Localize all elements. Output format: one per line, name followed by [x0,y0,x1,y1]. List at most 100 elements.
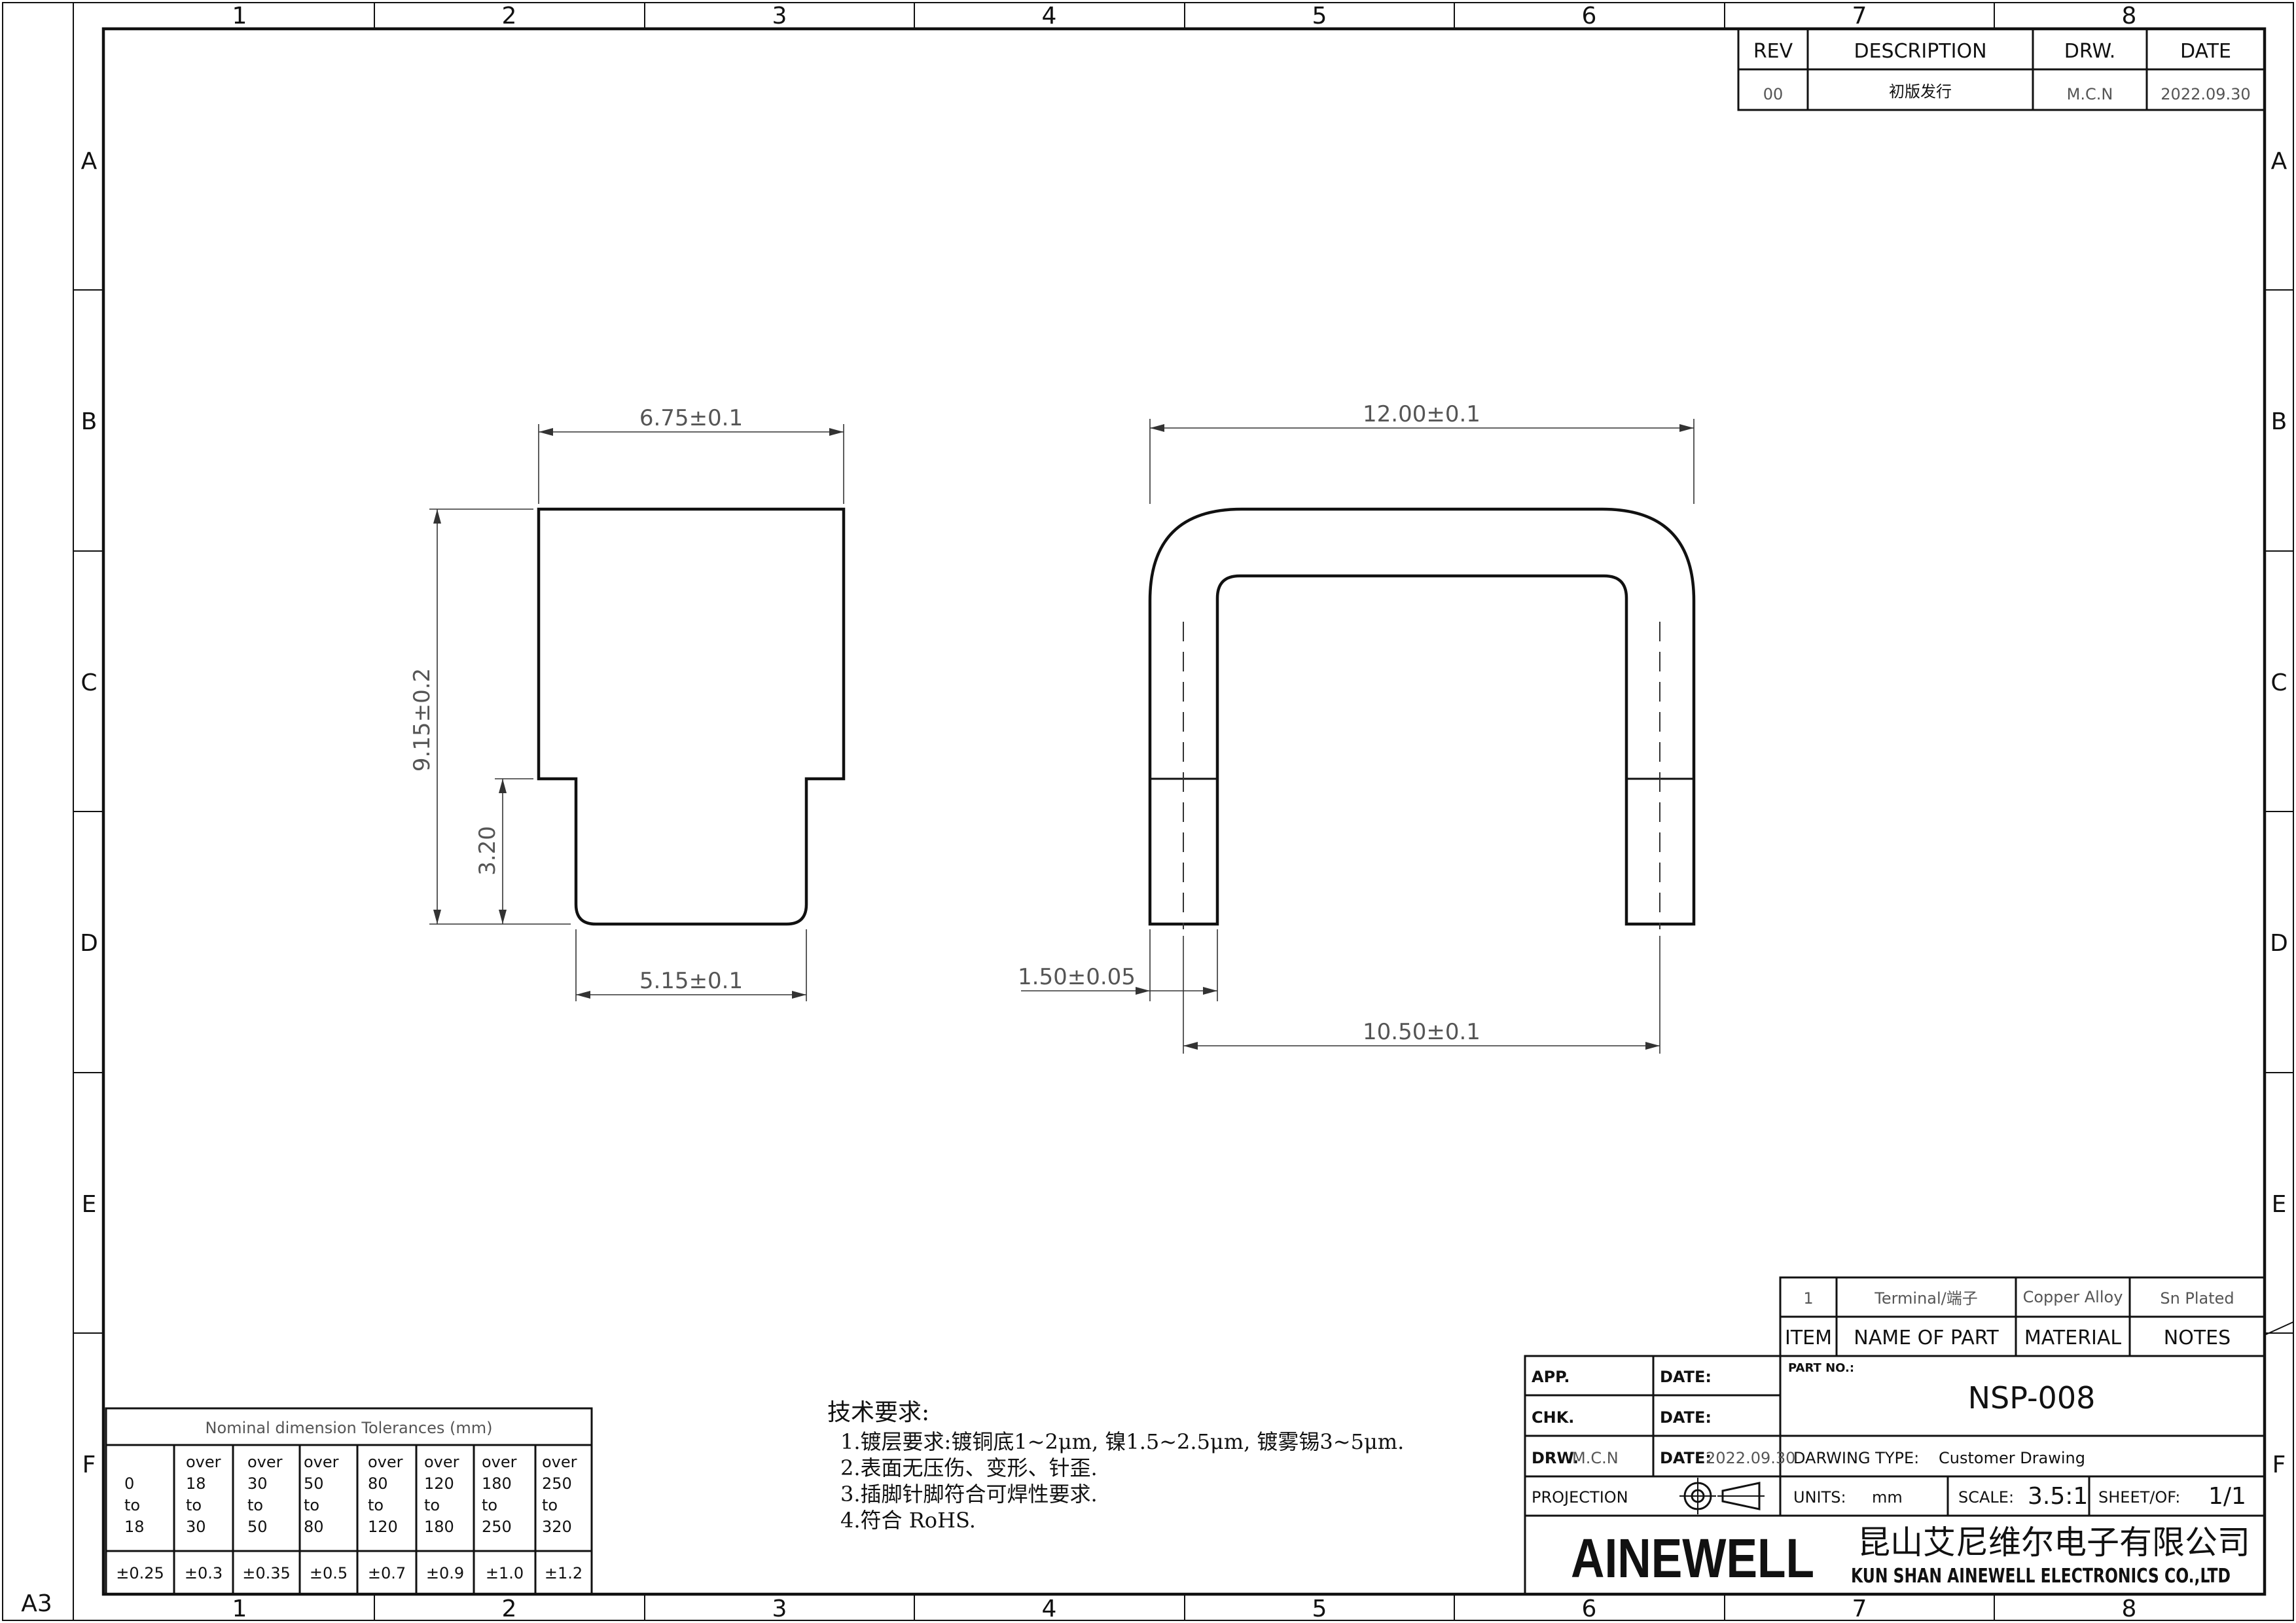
company-logo: AINEWELL [1571,1527,1814,1589]
bom-material-value: Copper Alloy [2023,1288,2123,1306]
company-name-en: KUN SHAN AINEWELL ELECTRONICS CO.,LTD [1851,1565,2231,1588]
rev-header: REV [1753,40,1793,63]
zone-col-label: 1 [232,3,247,29]
sheet-label: SHEET/OF: [2098,1488,2180,1507]
dim-side-height: 9.15±0.2 [409,668,435,772]
range-cell: 180 [482,1474,512,1493]
zone-col-label: 8 [2122,1596,2137,1622]
title-block: APP. DATE: CHK. DATE: DRW. M.C.N DATE: 2… [1524,1355,2266,1596]
app-date-label: DATE: [1660,1368,1712,1386]
front-view-outline [1148,507,1696,926]
range-cell: to [542,1496,558,1514]
side-view-outline [537,507,846,926]
note-item: 4.符合 RoHS. [840,1508,976,1533]
description-value: 初版发行 [1889,82,1952,101]
note-item: 2.表面无压伤、变形、针歪. [840,1455,1098,1480]
zone-col-label: 4 [1042,3,1057,29]
tolerance-value: ±1.2 [545,1564,583,1582]
bom-name-header: NAME OF PART [1854,1327,1999,1349]
range-cell: over [186,1453,221,1471]
drw-date-label: DATE: [1660,1449,1712,1467]
zone-row-label: E [2272,1191,2287,1218]
zone-col-label: 3 [772,1596,787,1622]
range-cell: to [186,1496,202,1514]
zone-row-label: D [80,930,98,957]
range-cell: to [304,1496,319,1514]
zone-row-label: B [2271,408,2287,435]
tolerance-value: ±0.5 [310,1564,348,1582]
zone-col-label: 2 [502,1596,517,1622]
dim-side-tab-width: 5.15±0.1 [639,968,743,994]
range-cell: to [124,1496,140,1514]
part-number: NSP-008 [1968,1380,2096,1416]
range-cell: 120 [424,1474,454,1493]
tolerance-value: ±0.7 [368,1564,406,1582]
range-cell: to [247,1496,263,1514]
zone-row-label: A [81,148,98,175]
tolerance-title: Nominal dimension Tolerances (mm) [206,1419,493,1437]
zone-row-label: D [2270,930,2288,957]
range-cell: 250 [542,1474,572,1493]
bom-name-value: Terminal/端子 [1874,1289,1978,1308]
range-cell: 80 [368,1474,388,1493]
range-cell: to [424,1496,440,1514]
zone-col-label: 5 [1312,1596,1327,1622]
tolerance-table: Nominal dimension Tolerances (mm) 0 to 1… [105,1407,593,1596]
rev-value: 00 [1763,85,1784,103]
side-view: 6.75±0.1 9.15±0.2 3.20 5.15±0.1 [409,405,846,1001]
range-cell: over [482,1453,517,1471]
zone-row-label: E [82,1191,97,1218]
drw-header: DRW. [2064,40,2116,63]
dim-side-tab-height: 3.20 [475,826,501,876]
third-angle-projection-icon [1679,1478,1765,1514]
range-cell: 18 [186,1474,206,1493]
tolerance-value: ±0.35 [242,1564,291,1582]
zone-ticks [73,3,2293,1620]
range-cell: over [247,1453,283,1471]
technical-notes: 技术要求: 1.镀层要求:镀铜底1~2μm, 镍1.5~2.5μm, 镀雾锡3~… [827,1399,1404,1533]
range-cell: to [368,1496,384,1514]
scale-label: SCALE: [1958,1488,2014,1507]
notes-title: 技术要求: [827,1399,929,1426]
range-cell: 50 [247,1518,268,1536]
range-cell: over [304,1453,339,1471]
description-header: DESCRIPTION [1854,40,1986,63]
zone-row-label: F [82,1452,96,1478]
bom-material-header: MATERIAL [2024,1327,2122,1349]
zone-col-label: 1 [232,1596,247,1622]
app-label: APP. [1532,1368,1570,1386]
sheet-size-label: A3 [21,1590,52,1617]
zone-col-label: 7 [1852,3,1867,29]
bom-notes-header: NOTES [2164,1327,2231,1349]
zone-row-label: F [2272,1452,2286,1478]
drw-name-value: M.C.N [1572,1449,1619,1467]
range-cell: to [482,1496,497,1514]
range-cell: over [424,1453,459,1471]
zone-col-label: 6 [1582,3,1597,29]
sheet-value: 1/1 [2208,1483,2246,1510]
zone-col-label: 8 [2122,3,2137,29]
range-cell: 120 [368,1518,398,1536]
drw-value: M.C.N [2067,85,2113,103]
zone-col-label: 2 [502,3,517,29]
range-cell: 320 [542,1518,572,1536]
range-cell: 0 [124,1474,134,1493]
drw-label: DRW. [1532,1449,1579,1467]
tolerance-value: ±1.0 [486,1564,524,1582]
tolerance-value: ±0.9 [426,1564,464,1582]
dim-front-thickness: 1.50±0.05 [1018,964,1136,990]
zone-row-label: B [81,408,98,435]
note-item: 3.插脚针脚符合可焊性要求. [840,1482,1098,1507]
range-cell: 30 [186,1518,206,1536]
dim-side-width: 6.75±0.1 [639,405,743,431]
bom-table: 1 Terminal/端子 Copper Alloy Sn Plated ITE… [1779,1276,2294,1357]
zone-col-label: 5 [1312,3,1327,29]
range-cell: 180 [424,1518,454,1536]
note-item: 1.镀层要求:镀铜底1~2μm, 镍1.5~2.5μm, 镀雾锡3~5μm. [840,1429,1404,1454]
front-view: 12.00±0.1 1.50±0.05 10.50±0.1 [1018,401,1696,1054]
scale-value: 3.5:1 [2028,1483,2088,1510]
bom-notes-value: Sn Plated [2160,1289,2234,1308]
revision-table: REV DESCRIPTION DRW. DATE 00 初版发行 M.C.N … [1737,27,2266,111]
chk-label: CHK. [1532,1408,1574,1427]
